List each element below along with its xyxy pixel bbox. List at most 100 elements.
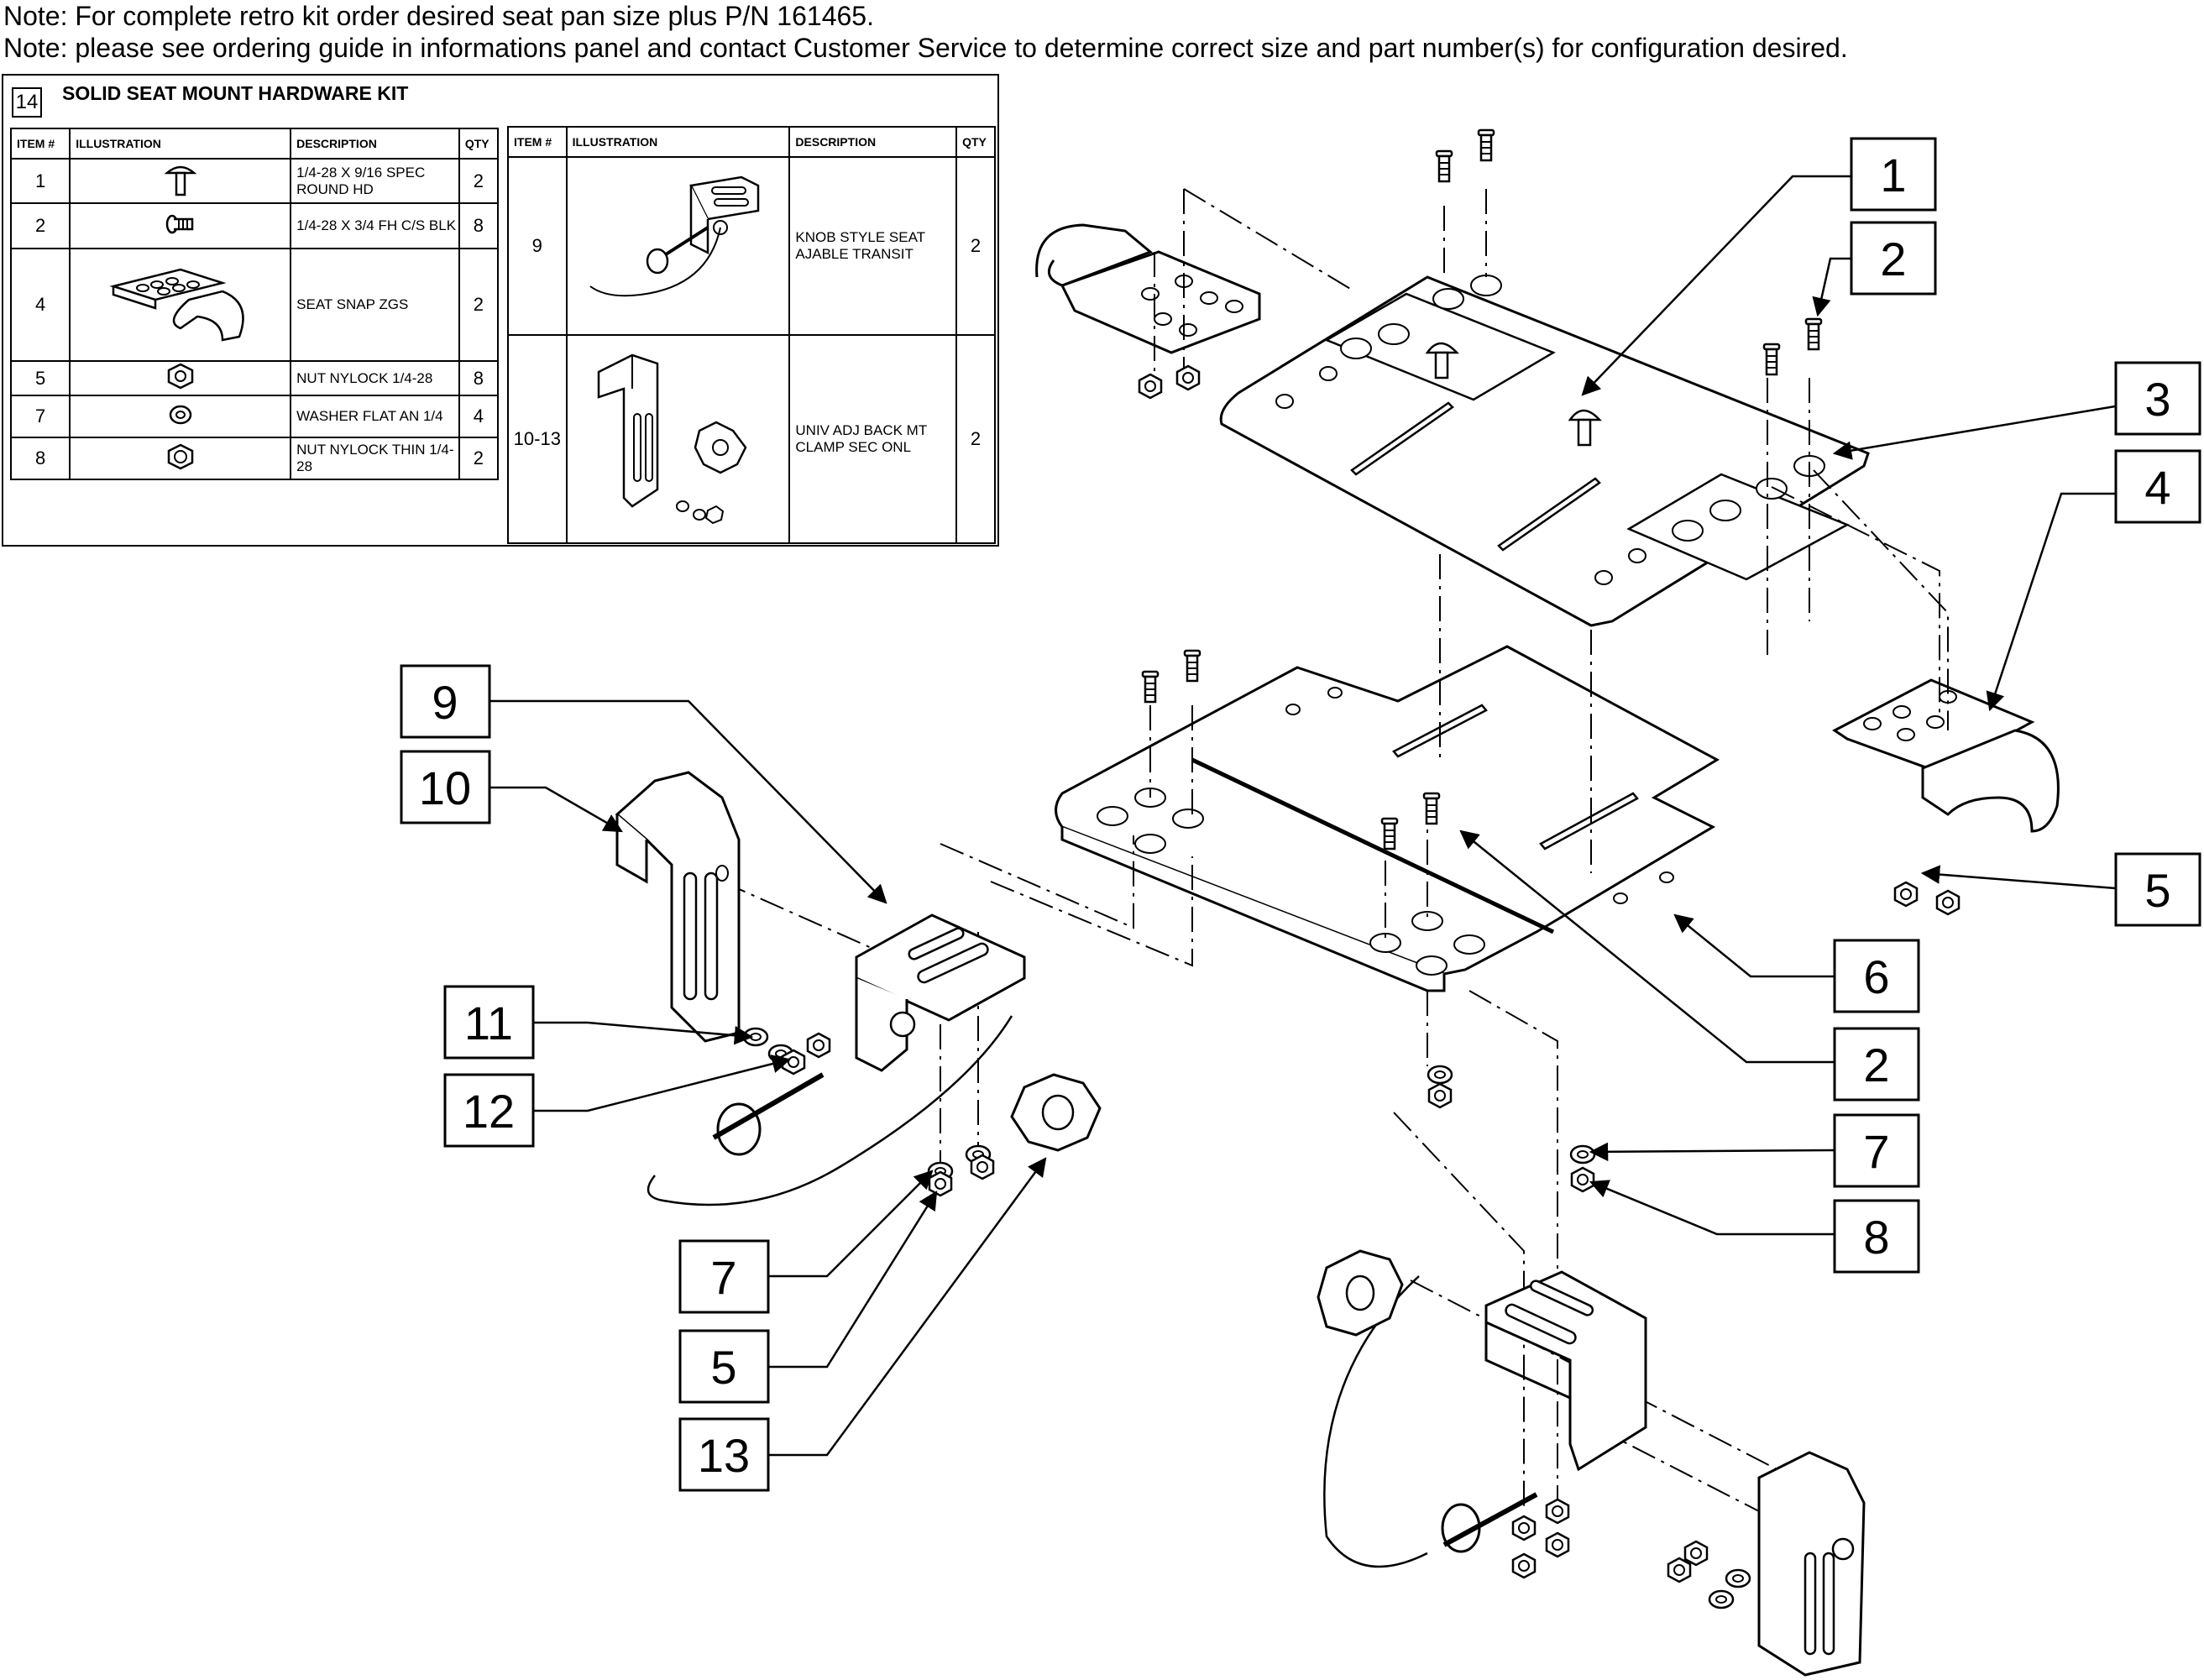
parts-table-left: ITEM # ILLUSTRATION DESCRIPTION QTY 1 1/… (9, 128, 500, 480)
header-qty: QTY (955, 126, 996, 158)
round-head-bolt (1425, 342, 1602, 447)
header-illustration: ILLUSTRATION (69, 128, 292, 160)
table-header-row: ITEM # ILLUSTRATION DESCRIPTION QTY (507, 126, 996, 158)
svg-text:3: 3 (2144, 373, 2170, 426)
note-ordering-guide: Note: please see ordering guide in infor… (3, 33, 1848, 63)
header-description: DESCRIPTION (788, 126, 958, 158)
callout-8: 8 (1833, 1199, 1920, 1274)
svg-text:2: 2 (1880, 233, 1906, 285)
callout-7-right: 7 (1833, 1113, 1920, 1188)
table-row: 7 WASHER FLAT AN 1/4 4 (9, 395, 500, 438)
seat-snap-right (1832, 678, 2060, 833)
svg-text:4: 4 (2144, 461, 2170, 514)
table-row: 1 1/4-28 X 9/16 SPEC ROUND HD 2 (9, 158, 500, 204)
table-row: 5 NUT NYLOCK 1/4-28 8 (9, 360, 500, 396)
callout-6: 6 (1833, 939, 1920, 1013)
header-qty: QTY (458, 128, 500, 160)
back-clamp-bottom (1667, 1451, 1866, 1677)
header-description: DESCRIPTION (290, 128, 460, 160)
parts-table-right: ITEM # ILLUSTRATION DESCRIPTION QTY 9 KN (507, 126, 996, 544)
seat-bracket-left (647, 913, 1026, 1206)
item-qty: 2 (458, 248, 500, 362)
item-qty: 8 (458, 202, 500, 249)
kit-item-number: 14 (12, 87, 42, 118)
seat-snap-icon (69, 248, 292, 362)
svg-text:5: 5 (2144, 864, 2170, 917)
header-item: ITEM # (9, 128, 71, 160)
seat-bracket-bottom (1317, 1249, 1647, 1568)
callout-4: 4 (2114, 449, 2201, 524)
item-description: 1/4-28 X 3/4 FH C/S BLK (290, 202, 460, 249)
callout-7-left: 7 (678, 1239, 770, 1314)
svg-text:8: 8 (1863, 1211, 1889, 1264)
star-knob-left (1010, 1073, 1102, 1152)
note-retro-kit: Note: For complete retro kit order desir… (3, 1, 874, 31)
item-description: SEAT SNAP ZGS (290, 248, 460, 362)
back-clamp-icon (565, 334, 791, 544)
table-row: 4 SEAT SNAP ZGS 2 (9, 248, 500, 362)
item-qty: 2 (458, 158, 500, 204)
seat-pan-plate (1219, 275, 1870, 627)
callout-13: 13 (678, 1417, 770, 1492)
header-item: ITEM # (507, 126, 568, 158)
seat-snap-upper-left (1035, 223, 1261, 354)
flat-head-screw-icon (69, 202, 292, 249)
thin-nylock-nut-icon (69, 437, 292, 480)
back-clamp-left (615, 771, 741, 1043)
callout-1: 1 (1850, 137, 1937, 212)
item-description: KNOB STYLE SEAT AJABLE TRANSIT (788, 156, 958, 336)
seat-bracket-icon (565, 156, 791, 336)
hardware-kit-panel: 14 SOLID SEAT MOUNT HARDWARE KIT ITEM # … (2, 74, 999, 547)
table-row: 8 NUT NYLOCK THIN 1/4-28 2 (9, 437, 500, 480)
round-head-bolt-icon (69, 158, 292, 204)
item-number: 9 (507, 156, 568, 336)
table-row: 10-13 UNIV ADJ BACK MT CLAMP SEC ONL 2 (507, 334, 996, 544)
svg-text:12: 12 (463, 1085, 515, 1138)
item-description: NUT NYLOCK 1/4-28 (290, 360, 460, 396)
item-description: NUT NYLOCK THIN 1/4-28 (290, 437, 460, 480)
svg-text:5: 5 (710, 1341, 736, 1394)
svg-text:13: 13 (698, 1429, 750, 1482)
item-description: UNIV ADJ BACK MT CLAMP SEC ONL (788, 334, 958, 544)
fastener-hardware (742, 128, 1961, 1579)
item-description: WASHER FLAT AN 1/4 (290, 395, 460, 438)
header-illustration: ILLUSTRATION (565, 126, 791, 158)
svg-text:1: 1 (1880, 149, 1906, 201)
callout-2-lower: 2 (1833, 1027, 1920, 1102)
item-qty: 2 (955, 156, 996, 336)
svg-text:10: 10 (419, 761, 471, 814)
item-description: 1/4-28 X 9/16 SPEC ROUND HD (290, 158, 460, 204)
table-row: 9 KNOB STYLE SEAT AJABLE TRANSIT 2 (507, 156, 996, 336)
item-qty: 4 (458, 395, 500, 438)
svg-text:9: 9 (432, 676, 458, 729)
svg-text:7: 7 (1863, 1125, 1889, 1178)
callout-12: 12 (443, 1073, 535, 1148)
nylock-nut-icon (69, 360, 292, 396)
callout-10: 10 (400, 750, 491, 824)
kit-title: SOLID SEAT MOUNT HARDWARE KIT (62, 82, 409, 104)
item-number: 8 (9, 437, 71, 480)
flat-washer-icon (69, 395, 292, 438)
item-number: 7 (9, 395, 71, 438)
callout-2-top: 2 (1850, 221, 1937, 296)
table-header-row: ITEM # ILLUSTRATION DESCRIPTION QTY (9, 128, 500, 160)
callout-5-right: 5 (2114, 852, 2201, 927)
item-number: 5 (9, 360, 71, 396)
callout-3: 3 (2114, 361, 2201, 436)
item-qty: 8 (458, 360, 500, 396)
item-qty: 2 (458, 437, 500, 480)
svg-text:6: 6 (1863, 950, 1889, 1003)
callout-5-left: 5 (678, 1329, 770, 1404)
callout-9: 9 (400, 664, 491, 739)
table-row: 2 1/4-28 X 3/4 FH C/S BLK 8 (9, 202, 500, 249)
svg-text:2: 2 (1863, 1039, 1889, 1091)
item-number: 10-13 (507, 334, 568, 544)
item-number: 1 (9, 158, 71, 204)
svg-text:7: 7 (710, 1251, 736, 1304)
item-number: 2 (9, 202, 71, 249)
mounting-plate (1055, 645, 1720, 992)
item-number: 4 (9, 248, 71, 362)
callout-11: 11 (443, 985, 535, 1060)
svg-text:11: 11 (464, 997, 513, 1049)
